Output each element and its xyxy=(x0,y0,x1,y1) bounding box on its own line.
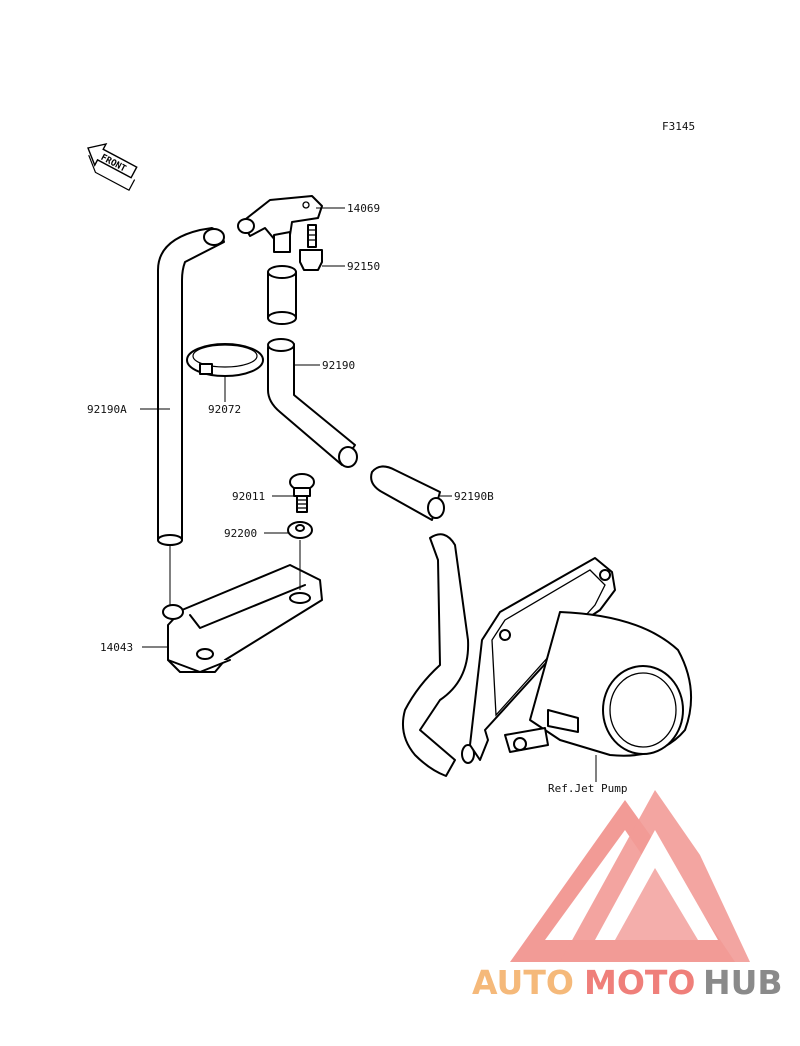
figure-code: F3145 xyxy=(662,120,695,133)
washer-92200 xyxy=(287,521,313,539)
part-label-92190: 92190 xyxy=(322,359,355,372)
leader-lines xyxy=(140,207,597,782)
watermark-text: AUTO MOTO HUB xyxy=(472,963,783,1002)
part-label-92190A: 92190A xyxy=(87,403,127,416)
short-hose xyxy=(267,265,297,325)
screw-92011 xyxy=(289,473,315,513)
part-label-92150: 92150 xyxy=(347,260,380,273)
ref-jet-pump-label: Ref.Jet Pump xyxy=(548,782,627,795)
fitting-14069 xyxy=(237,195,323,253)
jet-pump-housing xyxy=(469,557,693,761)
hose-92190B xyxy=(370,465,475,777)
clamp-92072 xyxy=(186,343,264,377)
part-label-14043: 14043 xyxy=(100,641,133,654)
part-label-92072: 92072 xyxy=(208,403,241,416)
bracket-14043 xyxy=(162,564,323,673)
part-label-92200: 92200 xyxy=(224,527,257,540)
part-label-14069: 14069 xyxy=(347,202,380,215)
part-label-92190B: 92190B xyxy=(454,490,494,503)
part-label-92011: 92011 xyxy=(232,490,265,503)
bolt-92150 xyxy=(299,224,323,271)
watermark-logo xyxy=(510,790,750,962)
hose-92190 xyxy=(267,338,358,468)
watermark-hub: HUB xyxy=(703,963,783,1002)
watermark-auto: AUTO xyxy=(472,963,574,1002)
hose-92190A xyxy=(157,227,225,546)
front-arrow-icon: FRONT xyxy=(87,142,138,191)
watermark-moto: MOTO xyxy=(584,963,695,1002)
